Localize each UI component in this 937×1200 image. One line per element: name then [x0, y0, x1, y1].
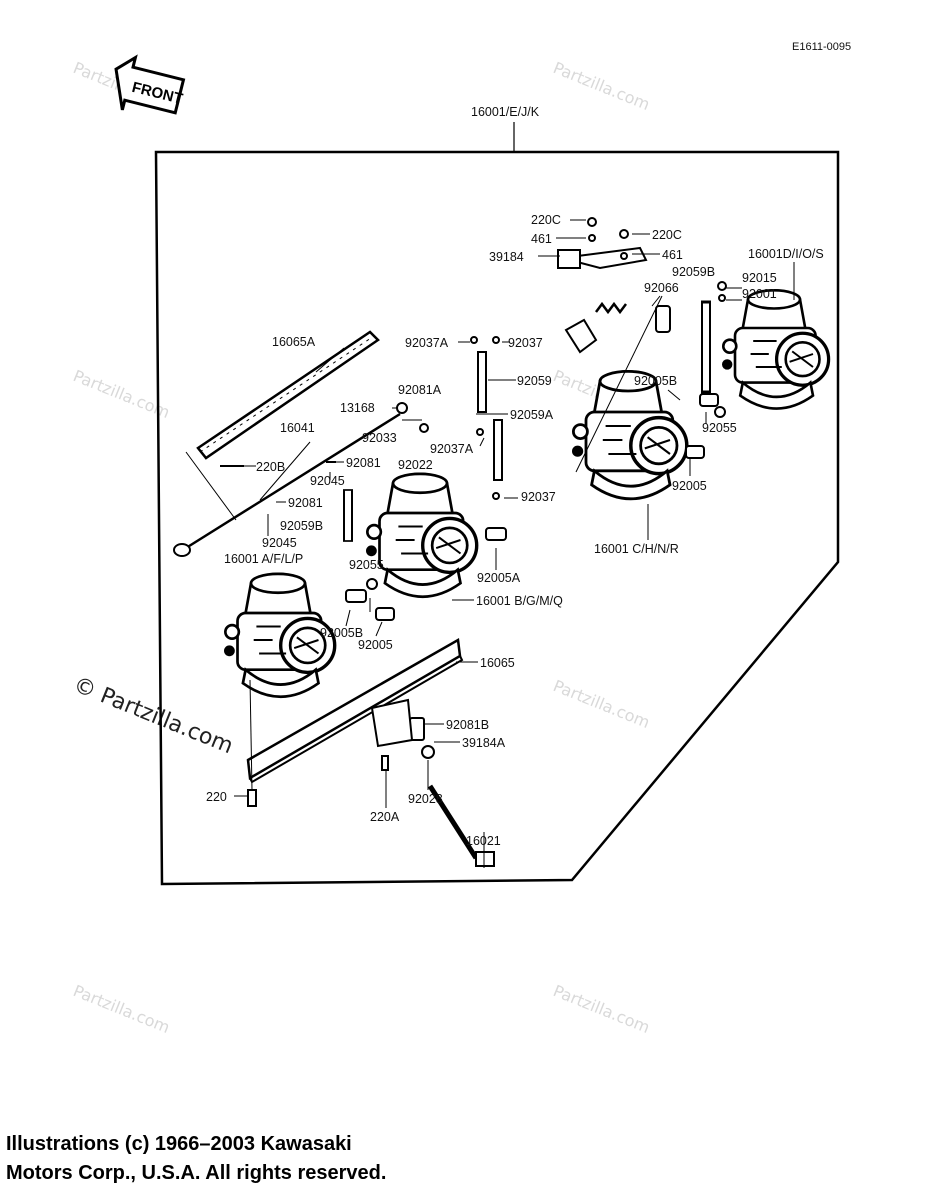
label-16001-bgmq: 16001 B/G/M/Q — [476, 594, 563, 608]
label-92059b: 92059B — [280, 519, 323, 533]
fuel-rail-16065a — [196, 330, 380, 460]
copyright-line-2: Motors Corp., U.S.A. All rights reserved… — [6, 1162, 387, 1184]
watermark: Partzilla.com — [551, 58, 653, 114]
label-16001-ejk: 16001/E/J/K — [471, 105, 540, 119]
label-39184a: 39184A — [462, 736, 506, 750]
label-92005b: 92005B — [320, 626, 363, 640]
spacer-92066 — [655, 305, 671, 333]
throttle-plate — [564, 318, 598, 354]
mounting-bar-16065 — [246, 637, 464, 784]
label-92059b: 92059B — [672, 265, 715, 279]
label-92059a: 92059A — [510, 408, 554, 422]
front-arrow-icon: FRONT — [114, 54, 186, 115]
label-16065a: 16065A — [272, 335, 316, 349]
label-39184: 39184 — [489, 250, 524, 264]
hose-92037 — [493, 419, 503, 481]
label-220c: 220C — [652, 228, 682, 242]
label-461: 461 — [531, 232, 552, 246]
label-92037: 92037 — [521, 490, 556, 504]
label-92059: 92059 — [517, 374, 552, 388]
label-220: 220 — [206, 790, 227, 804]
watermark: Partzilla.com — [71, 981, 173, 1037]
label-92005b: 92005B — [634, 374, 677, 388]
label-16041: 16041 — [280, 421, 315, 435]
hose-92059 — [477, 351, 487, 413]
fittings — [220, 217, 727, 867]
label-92081b: 92081B — [446, 718, 489, 732]
label-461: 461 — [662, 248, 683, 262]
label-16065: 16065 — [480, 656, 515, 670]
label-92081: 92081 — [346, 456, 381, 470]
choke-rod-16041 — [173, 412, 401, 557]
hose-92059b-top — [700, 300, 712, 394]
label-92045: 92045 — [310, 474, 345, 488]
label-220b: 220B — [256, 460, 285, 474]
label-92005a: 92005A — [477, 571, 521, 585]
label-92081a: 92081A — [398, 383, 442, 397]
label-92066: 92066 — [644, 281, 679, 295]
label-92015: 92015 — [742, 271, 777, 285]
label-220a: 220A — [370, 810, 400, 824]
label-92037a: 92037A — [430, 442, 474, 456]
label-16001-chnr: 16001 C/H/N/R — [594, 542, 679, 556]
label-92037a: 92037A — [405, 336, 449, 350]
watermark: Partzilla.com — [551, 981, 653, 1037]
leader-lines — [185, 219, 795, 868]
label-92005: 92005 — [672, 479, 707, 493]
label-92033: 92033 — [362, 431, 397, 445]
label-16001-dios: 16001D/I/O/S — [748, 247, 824, 261]
label-92037: 92037 — [508, 336, 543, 350]
label-92028: 92028 — [408, 792, 443, 806]
hose-92059b — [343, 489, 353, 542]
label-92055: 92055 — [349, 558, 384, 572]
label-220c: 220C — [531, 213, 561, 227]
assembly-frame — [154, 150, 840, 886]
label-16001-aflp: 16001 A/F/L/P — [224, 552, 303, 566]
spring-icon — [595, 301, 627, 315]
diagram-code: E1611-0095 — [792, 41, 851, 53]
carburetor-dios — [720, 288, 831, 411]
label-13168: 13168 — [340, 401, 375, 415]
label-92045: 92045 — [262, 536, 297, 550]
watermark-dark: © Partzilla.com — [70, 672, 237, 759]
carburetor-aflp — [222, 572, 337, 699]
label-16021: 16021 — [466, 834, 501, 848]
carburetor-bgmq — [364, 472, 479, 599]
label-92001: 92001 — [742, 287, 777, 301]
copyright-line-1: Illustrations (c) 1966–2003 Kawasaki — [6, 1133, 352, 1155]
watermark: Partzilla.com — [551, 676, 653, 732]
label-92005: 92005 — [358, 638, 393, 652]
label-92022: 92022 — [398, 458, 433, 472]
label-92081: 92081 — [288, 496, 323, 510]
label-92055: 92055 — [702, 421, 737, 435]
